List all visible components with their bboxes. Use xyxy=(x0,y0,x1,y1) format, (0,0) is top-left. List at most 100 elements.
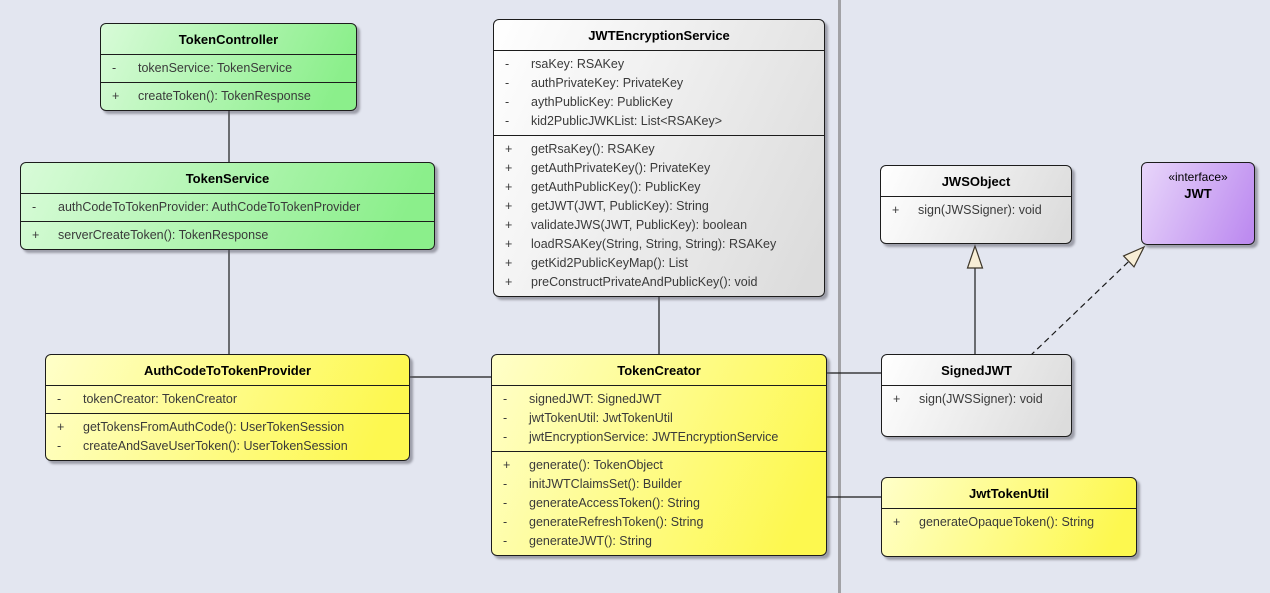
method-text: initJWTClaimsSet(): Builder xyxy=(529,477,682,491)
method-row[interactable]: - generateAccessToken(): String xyxy=(492,494,826,513)
class-jws-object[interactable]: JWSObject + sign(JWSSigner): void xyxy=(880,165,1072,244)
methods-compartment: + generateOpaqueToken(): String xyxy=(882,508,1136,556)
attribute-text: authPrivateKey: PrivateKey xyxy=(531,76,684,90)
class-title: JWSObject xyxy=(941,174,1011,189)
visibility-marker: - xyxy=(503,534,508,548)
method-row[interactable]: + createToken(): TokenResponse xyxy=(101,87,356,106)
attribute-row[interactable]: - jwtTokenUtil: JwtTokenUtil xyxy=(492,409,826,428)
realization-arrowhead-icon xyxy=(1122,245,1146,268)
class-jwt-encryption-service[interactable]: JWTEncryptionService - rsaKey: RSAKey - … xyxy=(493,19,825,297)
method-text: getRsaKey(): RSAKey xyxy=(531,142,655,156)
class-token-creator[interactable]: TokenCreator - signedJWT: SignedJWT - jw… xyxy=(491,354,827,556)
class-jwt-interface[interactable]: «interface» JWT xyxy=(1141,162,1255,245)
class-title: SignedJWT xyxy=(941,363,1012,378)
visibility-marker: + xyxy=(112,89,120,103)
attribute-row[interactable]: - jwtEncryptionService: JWTEncryptionSer… xyxy=(492,428,826,447)
attributes-compartment: - authCodeToTokenProvider: AuthCodeToTok… xyxy=(21,193,434,221)
method-text: generate(): TokenObject xyxy=(529,458,663,472)
visibility-marker: + xyxy=(893,515,901,529)
class-title: TokenController xyxy=(178,32,279,47)
method-row[interactable]: - generateRefreshToken(): String xyxy=(492,513,826,532)
method-row[interactable]: - createAndSaveUserToken(): UserTokenSes… xyxy=(46,437,409,456)
class-title: AuthCodeToTokenProvider xyxy=(143,363,312,378)
visibility-marker: - xyxy=(505,114,510,128)
method-row[interactable]: + validateJWS(JWT, PublicKey): boolean xyxy=(494,216,824,235)
methods-compartment: + sign(JWSSigner): void xyxy=(881,196,1071,243)
attribute-text: jwtEncryptionService: JWTEncryptionServi… xyxy=(529,430,779,444)
visibility-marker: + xyxy=(505,218,513,232)
method-text: createAndSaveUserToken(): UserTokenSessi… xyxy=(83,439,348,453)
attribute-row[interactable]: - authCodeToTokenProvider: AuthCodeToTok… xyxy=(21,198,434,217)
diagram-frame-divider xyxy=(838,0,841,593)
method-row[interactable]: + sign(JWSSigner): void xyxy=(882,390,1071,409)
method-row[interactable]: + generateOpaqueToken(): String xyxy=(882,513,1136,532)
method-text: generateAccessToken(): String xyxy=(529,496,700,510)
method-text: generateOpaqueToken(): String xyxy=(919,515,1095,529)
methods-compartment: + getTokensFromAuthCode(): UserTokenSess… xyxy=(46,413,409,460)
method-row[interactable]: + serverCreateToken(): TokenResponse xyxy=(21,226,434,245)
attribute-row[interactable]: - authPrivateKey: PrivateKey xyxy=(494,74,824,93)
method-row[interactable]: + getAuthPrivateKey(): PrivateKey xyxy=(494,159,824,178)
visibility-marker: + xyxy=(505,161,513,175)
attribute-text: tokenService: TokenService xyxy=(138,61,293,75)
method-text: serverCreateToken(): TokenResponse xyxy=(58,228,269,242)
methods-compartment: + serverCreateToken(): TokenResponse xyxy=(21,221,434,249)
attributes-compartment: - tokenService: TokenService xyxy=(101,54,356,82)
method-text: sign(JWSSigner): void xyxy=(919,392,1043,406)
attribute-text: signedJWT: SignedJWT xyxy=(529,392,662,406)
visibility-marker: - xyxy=(503,411,508,425)
method-row[interactable]: + getJWT(JWT, PublicKey): String xyxy=(494,197,824,216)
method-text: getTokensFromAuthCode(): UserTokenSessio… xyxy=(83,420,345,434)
method-text: generateRefreshToken(): String xyxy=(529,515,704,529)
class-token-controller[interactable]: TokenController - tokenService: TokenSer… xyxy=(100,23,357,111)
visibility-marker: + xyxy=(505,256,513,270)
visibility-marker: + xyxy=(32,228,40,242)
method-row[interactable]: + generate(): TokenObject xyxy=(492,456,826,475)
method-row[interactable]: + preConstructPrivateAndPublicKey(): voi… xyxy=(494,273,824,292)
class-title: TokenService xyxy=(185,171,270,186)
method-text: getJWT(JWT, PublicKey): String xyxy=(531,199,709,213)
visibility-marker: + xyxy=(503,458,511,472)
method-text: generateJWT(): String xyxy=(529,534,652,548)
stereotype-label: «interface» xyxy=(1168,170,1228,184)
visibility-marker: + xyxy=(57,420,65,434)
class-jwt-token-util[interactable]: JwtTokenUtil + generateOpaqueToken(): St… xyxy=(881,477,1137,557)
method-row[interactable]: + loadRSAKey(String, String, String): RS… xyxy=(494,235,824,254)
method-row[interactable]: + getRsaKey(): RSAKey xyxy=(494,140,824,159)
attribute-row[interactable]: - kid2PublicJWKList: List<RSAKey> xyxy=(494,112,824,131)
attributes-compartment: - signedJWT: SignedJWT - jwtTokenUtil: J… xyxy=(492,385,826,451)
class-token-service[interactable]: TokenService - authCodeToTokenProvider: … xyxy=(20,162,435,250)
visibility-marker: + xyxy=(505,142,513,156)
visibility-marker: - xyxy=(503,496,508,510)
realization-signedjwt-jwt[interactable] xyxy=(1029,260,1130,357)
method-row[interactable]: - generateJWT(): String xyxy=(492,532,826,551)
visibility-marker: + xyxy=(505,237,513,251)
class-title: JWTEncryptionService xyxy=(588,28,730,43)
methods-compartment: + generate(): TokenObject - initJWTClaim… xyxy=(492,451,826,555)
generalization-arrowhead-icon xyxy=(966,244,984,269)
attribute-row[interactable]: - aythPublicKey: PublicKey xyxy=(494,93,824,112)
visibility-marker: - xyxy=(505,76,510,90)
method-row[interactable]: - initJWTClaimsSet(): Builder xyxy=(492,475,826,494)
attribute-row[interactable]: - rsaKey: RSAKey xyxy=(494,55,824,74)
methods-compartment: + createToken(): TokenResponse xyxy=(101,82,356,110)
attribute-text: kid2PublicJWKList: List<RSAKey> xyxy=(531,114,723,128)
method-row[interactable]: + getKid2PublicKeyMap(): List xyxy=(494,254,824,273)
visibility-marker: - xyxy=(503,515,508,529)
method-row[interactable]: + sign(JWSSigner): void xyxy=(881,201,1071,220)
methods-compartment: + sign(JWSSigner): void xyxy=(882,385,1071,436)
class-signed-jwt[interactable]: SignedJWT + sign(JWSSigner): void xyxy=(881,354,1072,437)
method-row[interactable]: + getAuthPublicKey(): PublicKey xyxy=(494,178,824,197)
attribute-row[interactable]: - signedJWT: SignedJWT xyxy=(492,390,826,409)
class-title: TokenCreator xyxy=(617,363,701,378)
visibility-marker: + xyxy=(505,275,513,289)
visibility-marker: + xyxy=(893,392,901,406)
method-row[interactable]: + getTokensFromAuthCode(): UserTokenSess… xyxy=(46,418,409,437)
class-title: JwtTokenUtil xyxy=(969,486,1049,501)
attribute-row[interactable]: - tokenService: TokenService xyxy=(101,59,356,78)
attribute-text: tokenCreator: TokenCreator xyxy=(83,392,238,406)
class-auth-code-to-token-provider[interactable]: AuthCodeToTokenProvider - tokenCreator: … xyxy=(45,354,410,461)
attribute-row[interactable]: - tokenCreator: TokenCreator xyxy=(46,390,409,409)
method-text: getKid2PublicKeyMap(): List xyxy=(531,256,689,270)
